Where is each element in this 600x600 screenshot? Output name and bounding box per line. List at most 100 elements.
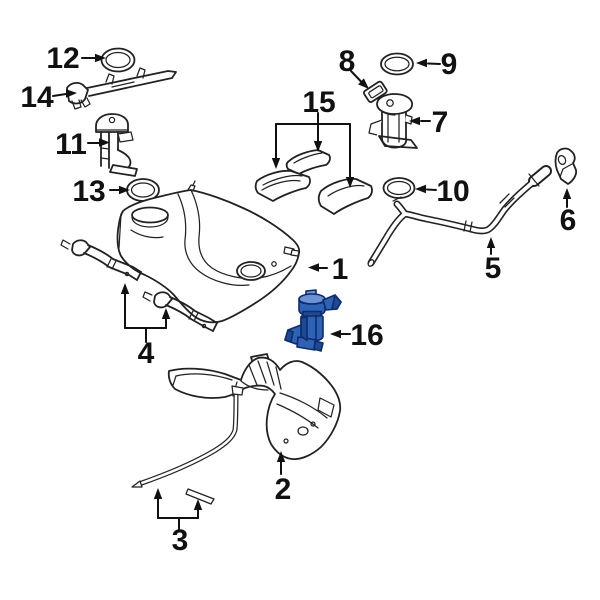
pad-left xyxy=(254,169,311,202)
rail-a-step xyxy=(106,258,112,268)
open-end xyxy=(367,259,375,267)
callout-16[interactable]: 16 xyxy=(350,319,383,352)
rail-b-step xyxy=(188,310,194,320)
callout-14-arrow xyxy=(52,89,77,98)
vent-branch-inner xyxy=(395,202,407,216)
edge-fitting xyxy=(290,249,300,257)
flange-edge xyxy=(377,107,396,116)
callout-13[interactable]: 13 xyxy=(72,175,105,208)
callout-2-arrow xyxy=(276,451,286,475)
body-facet xyxy=(300,316,308,342)
rail-a-hole xyxy=(124,271,130,277)
hump-rib xyxy=(257,360,267,384)
callout-2[interactable]: 2 xyxy=(275,473,292,506)
saddle-crease xyxy=(177,193,250,287)
arm-bottom-edge xyxy=(88,77,173,97)
rail-b-bottom xyxy=(165,304,214,332)
tank-outline xyxy=(116,189,301,324)
rail-b-top xyxy=(169,296,218,324)
pipe-inner xyxy=(369,176,540,265)
pad-fold xyxy=(262,174,303,186)
callout-1[interactable]: 1 xyxy=(332,253,349,286)
wing-edge xyxy=(172,375,177,386)
side-bracket xyxy=(117,131,134,143)
body-crease xyxy=(279,392,328,419)
callout-12-arrow xyxy=(81,53,106,63)
callout-4-arrows xyxy=(120,283,171,343)
pump-dark-facets xyxy=(284,294,342,352)
clamp xyxy=(528,173,540,187)
hump-rib xyxy=(266,361,275,386)
callout-11[interactable]: 11 xyxy=(55,128,87,161)
callout-7-arrow xyxy=(409,116,431,126)
callout-7[interactable]: 7 xyxy=(432,106,449,139)
part-16-highlighted-pump[interactable] xyxy=(284,289,342,352)
collar xyxy=(469,221,473,233)
callout-11-arrow xyxy=(87,138,110,147)
clip xyxy=(105,73,115,85)
float-foot xyxy=(109,164,138,177)
part-12-o-ring xyxy=(100,47,136,73)
wing-crease xyxy=(175,373,233,381)
pad-fold xyxy=(261,179,301,191)
callout-8[interactable]: 8 xyxy=(339,45,356,78)
bracket-hole xyxy=(557,154,567,166)
callout-10-arrow xyxy=(415,184,437,194)
callout-16-arrow xyxy=(330,329,351,339)
pad-fold xyxy=(327,184,365,197)
clip xyxy=(136,67,146,79)
rung xyxy=(100,157,110,160)
inner xyxy=(368,85,384,99)
arm-top-edge xyxy=(86,70,169,89)
callout-6-arrow xyxy=(562,188,572,208)
callout-15-arrows xyxy=(271,112,355,188)
callout-6[interactable]: 6 xyxy=(560,204,577,237)
joint xyxy=(499,193,510,204)
callout-8-arrow xyxy=(350,70,369,89)
shield-hole xyxy=(310,421,316,427)
spout-facet xyxy=(331,294,342,310)
joint xyxy=(504,197,515,208)
callout-10[interactable]: 10 xyxy=(436,175,469,208)
part-9-o-ring xyxy=(380,52,414,76)
part-4-mounting-rails xyxy=(60,239,218,332)
callout-12[interactable]: 12 xyxy=(46,42,79,75)
rail-a-step xyxy=(111,260,117,270)
inner-ring xyxy=(384,56,410,72)
callout-9[interactable]: 9 xyxy=(441,48,458,81)
vent-stem xyxy=(192,180,196,186)
left-clip xyxy=(368,119,383,136)
rail-a-bottom xyxy=(83,252,138,281)
part-5-filler-pipe xyxy=(367,165,552,267)
part-15-heat-shield-pads xyxy=(254,149,373,215)
flange-hole xyxy=(386,99,394,107)
body-crease xyxy=(276,403,319,429)
callout-15[interactable]: 15 xyxy=(302,86,335,119)
callout-1-arrow xyxy=(308,263,328,272)
hump-rib xyxy=(275,366,282,390)
part-7-fuel-pump-module xyxy=(368,93,418,149)
callout-labels: 12 14 11 13 8 9 7 15 10 6 5 1 16 4 2 3 xyxy=(20,42,576,557)
callout-14[interactable]: 14 xyxy=(20,81,54,114)
callout-3[interactable]: 3 xyxy=(172,524,189,557)
short-strap xyxy=(185,488,215,505)
saddle-crease xyxy=(190,189,292,280)
lobe-crease xyxy=(130,229,164,239)
inner-ring xyxy=(130,182,156,198)
rail-a-head xyxy=(71,239,91,257)
bracket-facet xyxy=(284,329,294,343)
rail-b-step xyxy=(193,312,199,322)
callout-5[interactable]: 5 xyxy=(485,252,502,285)
callout-4[interactable]: 4 xyxy=(138,337,155,370)
part-3-straps xyxy=(131,385,244,505)
callout-13-arrow xyxy=(109,185,130,195)
foot-step xyxy=(313,340,324,352)
rail-b-head xyxy=(153,291,173,309)
long-strap xyxy=(136,389,239,487)
callout-3-arrows xyxy=(153,488,203,530)
pad-middle xyxy=(285,149,331,175)
rail-a-top xyxy=(87,244,142,273)
outline xyxy=(554,147,578,185)
body-bottom xyxy=(381,138,408,149)
part-1-fuel-tank xyxy=(116,180,301,324)
